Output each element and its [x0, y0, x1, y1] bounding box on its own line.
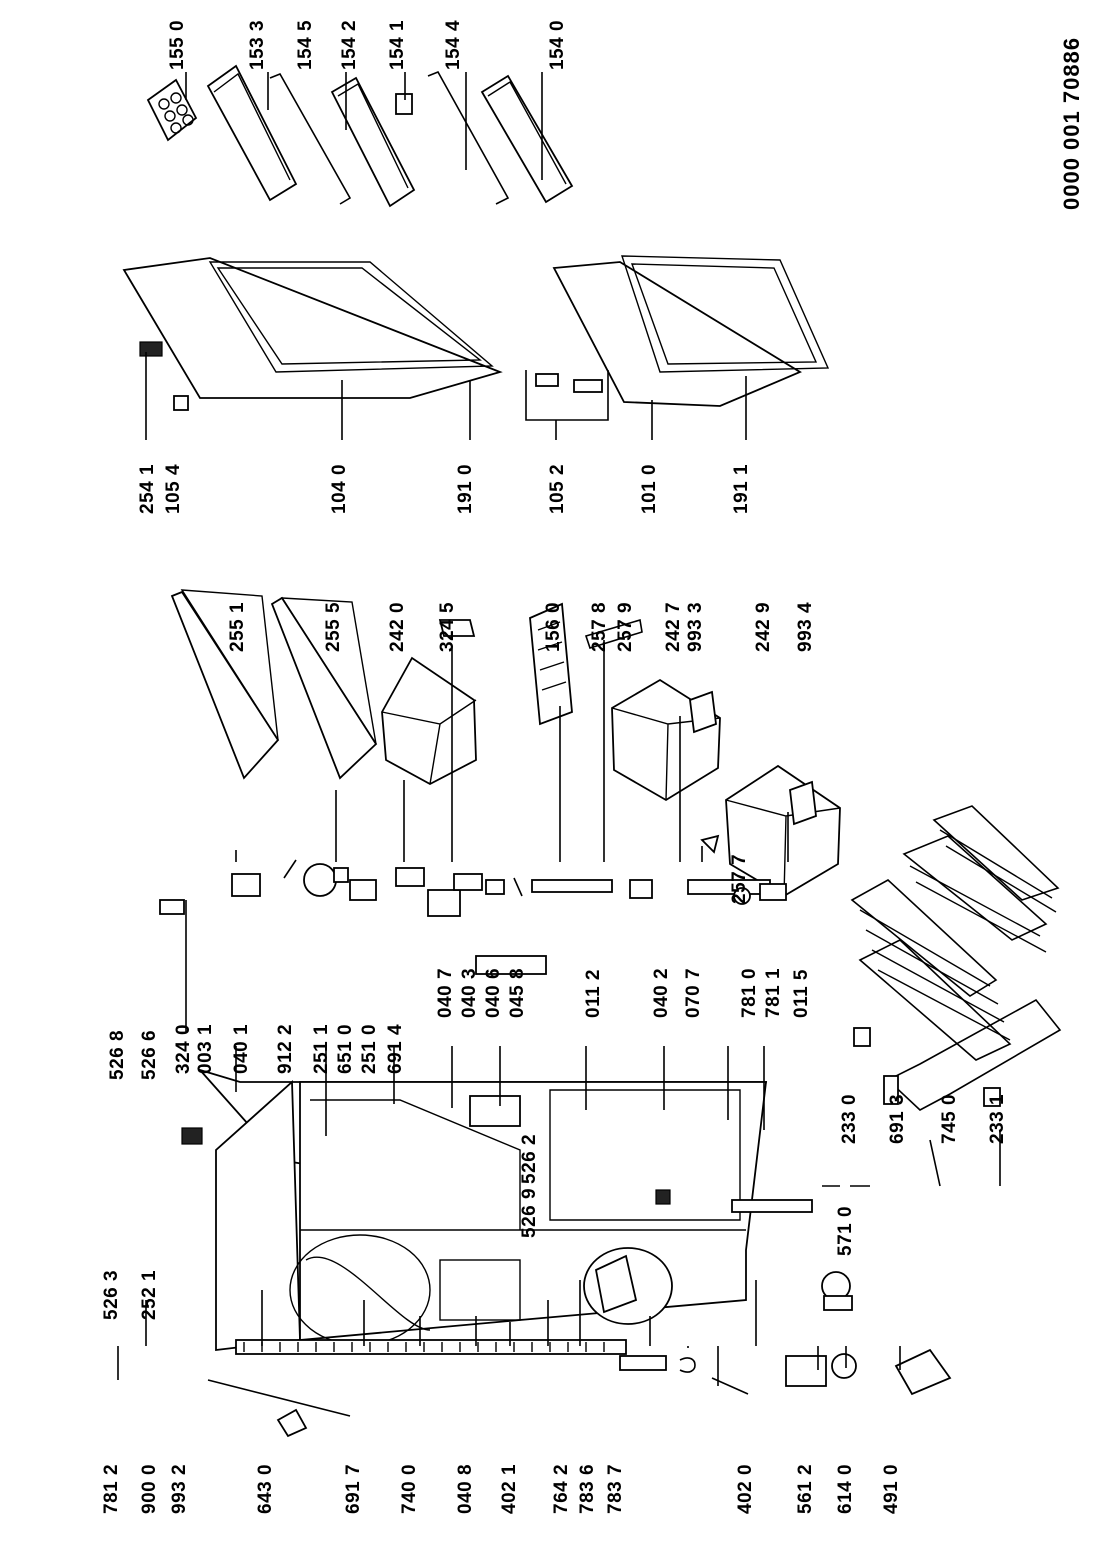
bottle-stop-part: [395, 93, 413, 115]
leader-lines: [117, 72, 1001, 1386]
door-bin-part: [206, 64, 298, 202]
door-bin-part: [330, 76, 416, 208]
bottle-rail-part: [427, 70, 510, 205]
flap-part: [689, 690, 817, 854]
small-clip-part: [438, 619, 476, 637]
sealing-tube-part: [207, 1379, 351, 1438]
crisper-box-part: [381, 656, 477, 786]
glass-shelf-part: [170, 589, 280, 780]
small-parts: [159, 859, 813, 1213]
relay-part: [785, 1348, 952, 1396]
door-bin-part: [480, 74, 574, 204]
fan-part: [821, 1271, 853, 1311]
compressor-part: [583, 1247, 673, 1325]
egg-tray-part: [146, 78, 198, 142]
fridge-door-part: [122, 257, 503, 411]
ice-tray-part: [529, 602, 573, 726]
drier-part: [619, 1355, 749, 1395]
glass-shelf-part: [270, 596, 378, 780]
freezer-door-part: [525, 255, 830, 421]
bottle-rail-part: [269, 72, 352, 205]
condenser-part: [235, 1339, 627, 1355]
wire-rack-part: [850, 805, 1062, 1111]
